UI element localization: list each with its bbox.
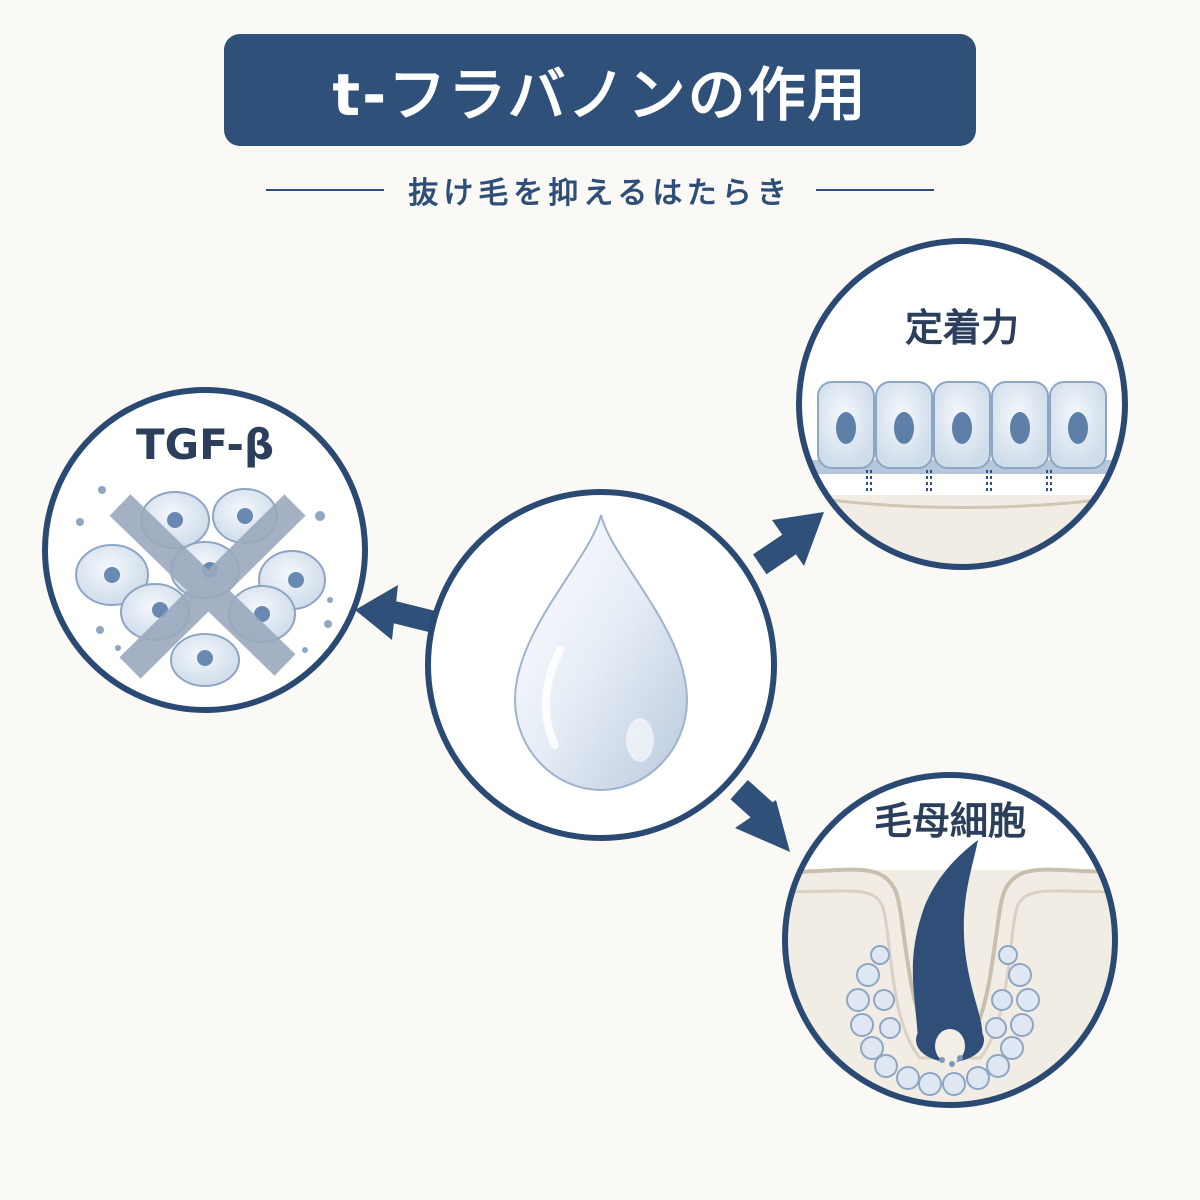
page-title: t-フラバノンの作用	[332, 61, 868, 129]
tgf-beta-circle	[42, 387, 368, 713]
title-banner: t-フラバノンの作用	[224, 34, 976, 146]
arrow-to-left	[355, 585, 439, 640]
adhesion-circle	[796, 238, 1128, 570]
hair-shaft	[912, 840, 983, 1040]
subtitle: 抜け毛を抑えるはたらき	[408, 176, 792, 211]
hair-matrix-circle	[782, 772, 1118, 1108]
subtitle-divider-left	[266, 189, 385, 191]
arrow-to-lower-right	[730, 779, 790, 852]
inhibited-cells-icon	[75, 486, 333, 687]
hair-follicle-icon	[785, 840, 1115, 1105]
subtitle-row: 抜け毛を抑えるはたらき	[0, 162, 1200, 218]
cross-mark-icon	[109, 494, 306, 679]
center-circle	[425, 489, 777, 841]
hair-matrix-cell-label: 毛母細胞	[873, 799, 1026, 843]
arrow-to-upper-right	[753, 512, 824, 575]
subtitle-divider-right	[815, 189, 934, 191]
water-drop-icon	[513, 514, 689, 792]
tgf-beta-label: TGF-β	[135, 420, 275, 469]
adhesion-label: 定着力	[904, 306, 1019, 350]
